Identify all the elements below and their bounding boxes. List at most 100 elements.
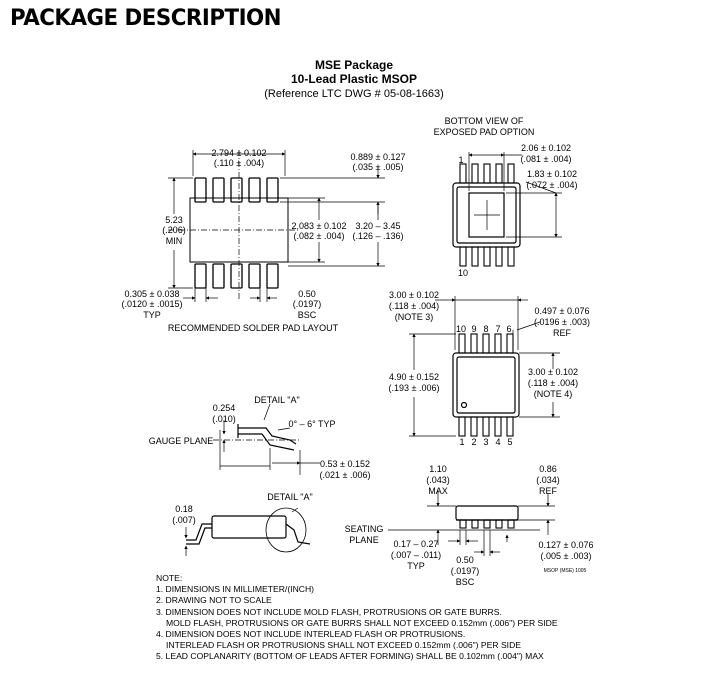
solder-pad-layout-label: RECOMMENDED SOLDER PAD LAYOUT <box>168 323 339 333</box>
dim-body-width-mm: 3.00 ± 0.102 <box>389 290 439 300</box>
dim-body-h-in: (.118 ± .004) <box>528 378 578 388</box>
detail-a-label: DETAIL "A" <box>254 395 299 405</box>
dim-lead-pitch-bsc: BSC <box>456 577 475 587</box>
package-subtitle: 10-Lead Plastic MSOP <box>290 72 418 86</box>
dim-lead-width-mm: 0.17 – 0.27 <box>393 539 438 549</box>
bottom-view-pin-1: 1 <box>458 155 463 165</box>
note-line: 3. DIMENSION DOES NOT INCLUDE MOLD FLASH… <box>156 606 502 617</box>
pin-label: 6 <box>506 324 511 334</box>
dim-exposed-pad-w-mm: 2.06 ± 0.102 <box>521 143 571 153</box>
dim-pad-mid-mm: 2.083 ± 0.102 <box>292 221 347 231</box>
solder-pad-layout: 2.794 ± 0.102 (.110 ± .004) 0.889 ± 0.12… <box>122 148 406 333</box>
bottom-view-leads-bottom <box>459 246 515 267</box>
bottom-view-leads-top <box>459 163 515 184</box>
side-view: 1.10 (.043) MAX 0.86 (.034) REF SEATING … <box>345 464 594 587</box>
dim-pad-top-in: (.110 ± .004) <box>214 158 264 168</box>
dim-max-height-mm: 1.10 <box>429 464 447 474</box>
pin-label: 1 <box>459 437 464 447</box>
dim-max-height-max: MAX <box>428 486 448 496</box>
dim-body-h-note: (NOTE 4) <box>534 389 573 399</box>
top-view: 3.00 ± 0.102 (.118 ± .004) (NOTE 3) 0.49… <box>389 290 590 447</box>
dim-ref-mm: 0.497 ± 0.076 <box>535 306 590 316</box>
side-view-leads <box>459 519 515 529</box>
dim-pad-mid-in: (.082 ± .004) <box>294 231 345 241</box>
dim-ref-in: (.0196 ± .003) <box>534 317 590 327</box>
pin-label: 3 <box>483 437 488 447</box>
pin-label: 9 <box>471 324 476 334</box>
top-view-leads-top <box>458 333 514 354</box>
dim-ref-label: REF <box>553 328 572 338</box>
package-reference: (Reference LTC DWG # 05-08-1663) <box>264 88 444 100</box>
solder-pads-top <box>194 177 279 203</box>
dim-pad-pitch-mm: 0.50 <box>298 289 316 299</box>
pin-label: 7 <box>495 324 500 334</box>
pin-label: 2 <box>471 437 476 447</box>
gauge-plane-label: GAUGE PLANE <box>149 436 214 446</box>
bottom-view-exposed-pad: BOTTOM VIEW OF EXPOSED PAD OPTION <box>434 116 578 278</box>
dim-gauge-in: (.010) <box>212 414 236 424</box>
pin-label: 8 <box>483 324 488 334</box>
dim-pad-lead-mm: 0.305 ± 0.038 <box>125 289 180 299</box>
detail-a-reference: DETAIL "A" <box>267 492 312 502</box>
dim-pad-lead-typ: TYP <box>143 310 161 320</box>
pin-label: 10 <box>456 324 466 334</box>
dim-pad-lead-in: (.0120 ± .0015) <box>122 299 183 309</box>
dim-pad-right-in: (.126 – .136) <box>352 231 403 241</box>
note-line: 5. LEAD COPLANARITY (BOTTOM OF LEADS AFT… <box>156 651 544 662</box>
dim-pad-width-in: (.035 ± .005) <box>353 162 404 172</box>
pin-label: 5 <box>507 437 512 447</box>
dim-pad-pitch-in: (.0197) <box>293 299 322 309</box>
dim-gauge-mm: 0.254 <box>213 403 236 413</box>
dim-pad-width-mm: 0.889 ± 0.127 <box>351 152 406 162</box>
dim-body-h-mm: 3.00 ± 0.102 <box>528 367 578 377</box>
dim-pad-right-mm: 3.20 – 3.45 <box>355 221 400 231</box>
dim-lead-thickness-mm: 0.18 <box>175 504 193 514</box>
seating-plane-label-2: PLANE <box>349 535 379 545</box>
bottom-view-pin-10: 10 <box>458 268 468 278</box>
dim-pad-top-mm: 2.794 ± 0.102 <box>212 148 267 158</box>
dim-exposed-pad-w-in: (.081 ± .004) <box>521 154 572 164</box>
dim-body-height-mm: 0.86 <box>539 464 557 474</box>
page-heading: PACKAGE DESCRIPTION <box>10 6 282 31</box>
dim-lead-pitch-mm: 0.50 <box>456 555 474 565</box>
note-line: INTERLEAD FLASH OR PROTRUSIONS SHALL NOT… <box>166 640 522 651</box>
note-line: 2. DRAWING NOT TO SCALE <box>156 595 272 606</box>
dim-standoff-mm: 0.127 ± 0.076 <box>539 540 594 550</box>
bottom-view-label-2: EXPOSED PAD OPTION <box>434 127 535 137</box>
dim-lead-width-in: (.007 – .011) <box>391 550 441 560</box>
dim-standoff-in: (.005 ± .003) <box>541 551 592 561</box>
dim-max-height-in: (.043) <box>426 475 450 485</box>
top-view-pin-numbers-bottom: 1 2 3 4 5 <box>459 437 512 447</box>
dim-pad-span-min: MIN <box>166 236 183 246</box>
bottom-view-label: BOTTOM VIEW OF <box>445 116 524 126</box>
detail-a: DETAIL "A" 0.254 (.010) 0° – 6° TYP GAUG… <box>149 395 371 480</box>
dim-lead-width-typ: TYP <box>407 561 425 571</box>
dim-body-width-in: (.118 ± .004) <box>389 301 439 311</box>
top-view-leads-bottom <box>458 416 514 437</box>
dim-overall-h-in: (.193 ± .006) <box>389 383 440 393</box>
drawing-code: MSOP (MSE) 1005 <box>544 568 587 574</box>
top-view-pin-numbers-top: 10 9 8 7 6 <box>456 324 512 334</box>
solder-pads-bottom <box>194 263 279 289</box>
dim-foot-in: (.021 ± .006) <box>320 470 371 480</box>
lead-angle: 0° – 6° TYP <box>288 419 335 429</box>
dim-foot-mm: 0.53 ± 0.152 <box>320 459 370 469</box>
dim-body-height-ref: REF <box>539 486 558 496</box>
dim-lead-thickness-in: (.007) <box>172 515 196 525</box>
note-line: MOLD FLASH, PROTRUSIONS OR GATE BURRS SH… <box>166 617 558 628</box>
dim-exposed-pad-h-mm: 1.83 ± 0.102 <box>527 169 577 179</box>
dim-pad-pitch-bsc: BSC <box>298 310 317 320</box>
note-line: 1. DIMENSIONS IN MILLIMETER/(INCH) <box>156 584 315 595</box>
seating-plane-label: SEATING <box>345 524 384 534</box>
dim-body-width-note: (NOTE 3) <box>395 312 434 322</box>
dim-body-height-in: (.034) <box>536 475 560 485</box>
pin-label: 4 <box>495 437 500 447</box>
dim-exposed-pad-h-in: (.072 ± .004) <box>527 180 578 190</box>
side-view-lead: 0.18 (.007) DETAIL "A" <box>172 492 313 556</box>
dim-pad-span-mm: 5.23 <box>165 215 183 225</box>
notes: NOTE: 1. DIMENSIONS IN MILLIMETER/(INCH)… <box>156 573 558 663</box>
dim-pad-span-in: (.206) <box>162 225 186 235</box>
notes-title: NOTE: <box>156 573 183 583</box>
package-name: MSE Package <box>314 58 394 72</box>
